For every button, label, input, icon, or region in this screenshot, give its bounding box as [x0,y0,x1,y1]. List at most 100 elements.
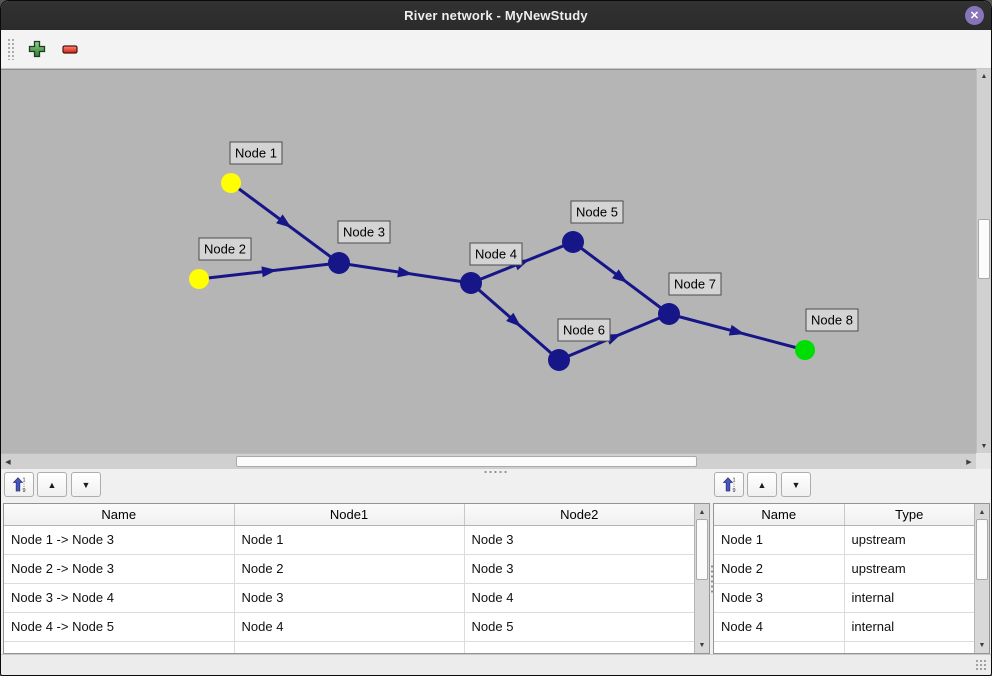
scroll-up-arrow-icon[interactable]: ▲ [978,508,986,516]
vertical-scrollbar-thumb[interactable] [976,519,988,580]
table-cell[interactable]: Node 5 [464,612,694,642]
node-node-1[interactable] [221,173,241,193]
column-header-node2[interactable]: Node2 [464,504,694,526]
up-arrow-icon: ▲ [757,479,767,490]
table-pane-splitter[interactable] [710,504,713,654]
close-button[interactable]: ✕ [965,6,984,25]
node-node-3[interactable] [328,252,350,274]
table-cell[interactable]: Node 2 [714,554,845,584]
toolbar-drag-handle[interactable] [7,38,14,60]
vertical-scrollbar-thumb[interactable] [696,519,708,580]
table-cell[interactable]: internal [844,612,974,642]
node-label-box[interactable] [469,242,523,266]
reaches-sort-button[interactable]: 1 9 [4,472,34,497]
table-cell[interactable]: upstream [844,554,974,584]
canvas-vertical-scrollbar[interactable]: ▲ ▼ [976,69,991,453]
canvas-horizontal-scrollbar[interactable]: ◀ ▶ [1,453,976,469]
splitter-grip-icon [483,470,509,473]
table-cell[interactable]: Node 3 [714,583,845,613]
node-node-2[interactable] [189,269,209,289]
table-cell[interactable]: Node 3 [464,525,694,555]
node-label-box[interactable] [229,141,283,165]
scroll-right-arrow-icon[interactable]: ▶ [966,459,972,466]
table-cell[interactable]: Node 1 [714,525,845,555]
table-row[interactable] [714,641,974,653]
flow-direction-arrow-icon [728,324,745,336]
table-cell[interactable]: Node 1 [234,525,465,555]
node-label-box[interactable] [570,200,624,224]
scroll-down-arrow-icon[interactable]: ▼ [698,641,706,649]
vertical-scrollbar-thumb[interactable] [978,219,990,279]
table-cell[interactable]: Node 4 [234,612,465,642]
panel-splitter[interactable] [1,469,991,474]
column-header-name[interactable]: Name [4,504,235,526]
reaches-table-scrollbar[interactable]: ▲ ▼ [694,504,709,653]
node-label-box[interactable] [337,220,391,244]
add-button[interactable] [24,36,50,62]
node-label-text: Node 2 [204,242,246,257]
scroll-down-arrow-icon[interactable]: ▼ [980,442,988,450]
table-cell[interactable]: Node 3 [464,554,694,584]
scrollbar-corner [976,453,991,469]
column-header-name[interactable]: Name [714,504,845,526]
table-cell[interactable]: Node 3 -> Node 4 [4,583,235,613]
table-cell[interactable] [464,641,694,653]
table-cell[interactable]: Node 2 -> Node 3 [4,554,235,584]
node-label-box[interactable] [805,308,859,332]
reaches-move-down-button[interactable]: ▼ [71,472,101,497]
table-cell[interactable]: Node 4 [714,612,845,642]
table-cell[interactable] [844,641,974,653]
nodes-move-up-button[interactable]: ▲ [747,472,777,497]
table-cell[interactable]: Node 1 -> Node 3 [4,525,235,555]
table-cell[interactable] [4,641,235,653]
column-header-type[interactable]: Type [844,504,974,526]
flow-direction-arrow-icon [276,214,292,228]
table-cell[interactable]: Node 3 [234,583,465,613]
nodes-move-down-button[interactable]: ▼ [781,472,811,497]
node-node-6[interactable] [548,349,570,371]
sort-ascending-icon: 1 9 [722,477,736,493]
remove-minus-icon [62,45,78,54]
scroll-down-arrow-icon[interactable]: ▼ [978,641,986,649]
reaches-move-up-button[interactable]: ▲ [37,472,67,497]
resize-grip-icon[interactable] [975,659,988,672]
node-label-box[interactable] [557,318,611,342]
horizontal-scrollbar-thumb[interactable] [236,456,697,467]
node-node-4[interactable] [460,272,482,294]
nodes-table-scrollbar[interactable]: ▲ ▼ [974,504,989,653]
svg-text:9: 9 [23,488,26,493]
remove-button[interactable] [57,36,83,62]
column-header-node1[interactable]: Node1 [234,504,465,526]
table-row[interactable] [4,641,694,653]
table-cell[interactable]: Node 4 -> Node 5 [4,612,235,642]
flow-direction-arrow-icon [506,312,522,327]
node-node-7[interactable] [658,303,680,325]
svg-text:1: 1 [733,478,736,484]
node-label-box[interactable] [198,237,252,261]
scroll-left-arrow-icon[interactable]: ◀ [5,459,11,466]
scroll-up-arrow-icon[interactable]: ▲ [980,72,988,80]
node-node-8[interactable] [795,340,815,360]
table-cell[interactable]: internal [844,583,974,613]
node-node-5[interactable] [562,231,584,253]
scroll-up-arrow-icon[interactable]: ▲ [698,508,706,516]
node-label-box[interactable] [668,272,722,296]
table-cell[interactable]: upstream [844,525,974,555]
table-cell[interactable]: Node 2 [234,554,465,584]
node-label-text: Node 4 [475,247,517,262]
table-cell[interactable] [714,641,845,653]
table-cell[interactable]: Node 4 [464,583,694,613]
table-cell[interactable] [234,641,465,653]
nodes-sort-button[interactable]: 1 9 [714,472,744,497]
